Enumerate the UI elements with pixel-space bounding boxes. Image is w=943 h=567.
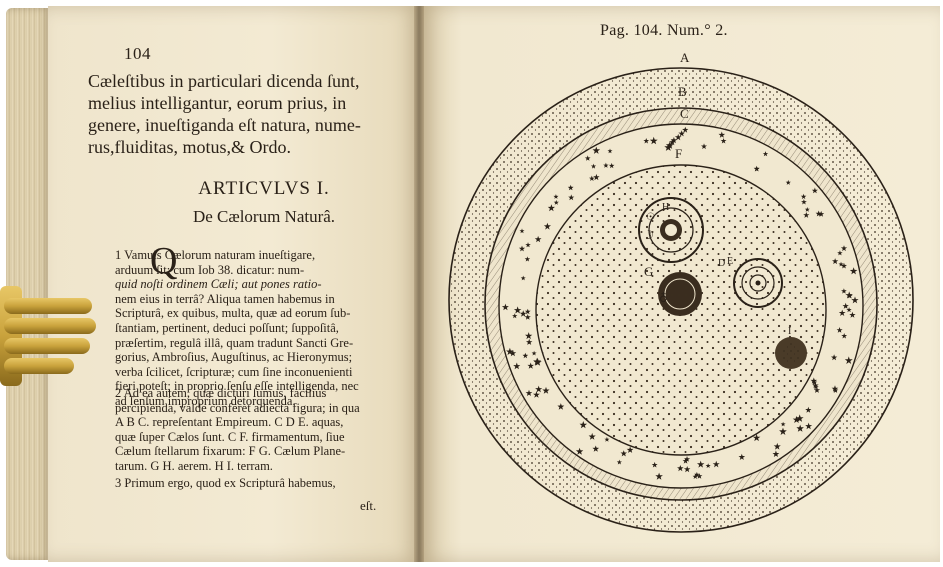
- label-b: B: [678, 84, 687, 99]
- text-line: gorius, Ambroſius, Auguſtinus, ac Hieron…: [115, 350, 410, 365]
- article-subtitle: De Cælorum Naturâ.: [164, 207, 364, 227]
- text-line: præſertim, regulâ illâ, quam tradunt San…: [115, 336, 410, 351]
- cosmological-diagram: A B C F G D E H I ☽ ♁ ☉: [446, 48, 916, 548]
- text-line: arduum ſit; cum Iob 38. dicatur: num-: [115, 263, 410, 278]
- text-line: tarum. G H. aerem. H I. terram.: [115, 459, 410, 474]
- text-line: ſtantiam, pertinent, deduci poſſunt; ſup…: [115, 321, 410, 336]
- plate-header: Pag. 104. Num.° 2.: [600, 22, 728, 40]
- text-line: verba ſcilicet, ſcripturæ; cum ſine inco…: [115, 365, 410, 380]
- text-line: quid noſti ordinem Cæli; aut pones ratio…: [115, 277, 410, 292]
- text-line: Cælum ſtellarum fixarum: F G. Cælum Plan…: [115, 444, 410, 459]
- intro-paragraph: Cæleſtibus in particulari dicenda ſunt, …: [88, 70, 410, 158]
- label-i: I: [788, 326, 791, 337]
- article-title: ARTICVLVS I.: [164, 178, 364, 200]
- text-line: 2 Ad ea autem, quæ dicturi ſumus, facili…: [115, 386, 410, 401]
- intro-line: melius intelligantur, eorum prius, in: [88, 92, 410, 114]
- catchword: eſt.: [360, 498, 376, 514]
- intro-line: genere, inueſtiganda eſt natura, nume-: [88, 114, 410, 136]
- paragraph-2: 2 Ad ea autem, quæ dicturi ſumus, facili…: [115, 386, 410, 474]
- earth-symbol-icon: ♁: [659, 291, 668, 305]
- sun-symbol-icon: ☉: [646, 212, 655, 223]
- label-d: D: [718, 258, 725, 269]
- text-line: Scripturâ, ex quibus, multa, quæ ad eoru…: [115, 306, 410, 321]
- label-h: H: [662, 202, 669, 213]
- golden-thumb: [0, 280, 96, 390]
- paragraph-1: 1 Vamuis Cælorum naturam inueſtigare, ar…: [115, 248, 410, 409]
- label-g: G: [644, 264, 653, 279]
- text-line: percipienda, valde conferet adiecta figu…: [115, 401, 410, 416]
- moon-icon: ☽: [643, 228, 654, 242]
- paragraph-3: 3 Primum ergo, quod ex Scripturâ habemus…: [115, 476, 410, 491]
- intro-line: Cæleſtibus in particulari dicenda ſunt,: [88, 70, 410, 92]
- text-line: 1 Vamuis Cælorum naturam inueſtigare,: [115, 248, 410, 263]
- label-c: C: [680, 106, 689, 121]
- text-line: 3 Primum ergo, quod ex Scripturâ habemus…: [115, 476, 410, 491]
- label-f: F: [675, 146, 682, 161]
- text-line: A B C. repreſentant Empireum. C D E. aqu…: [115, 415, 410, 430]
- book-gutter: [414, 6, 424, 562]
- label-e: E: [727, 256, 733, 267]
- text-line: quæ ſuper Cælos ſunt. C F. firmamentum, …: [115, 430, 410, 445]
- intro-line: rus,fluiditas, motus,& Ordo.: [88, 136, 410, 158]
- text-line: nem eius in terrâ? Aliqua tamen habemus …: [115, 292, 410, 307]
- page-number: 104: [124, 44, 151, 64]
- label-a: A: [680, 50, 690, 65]
